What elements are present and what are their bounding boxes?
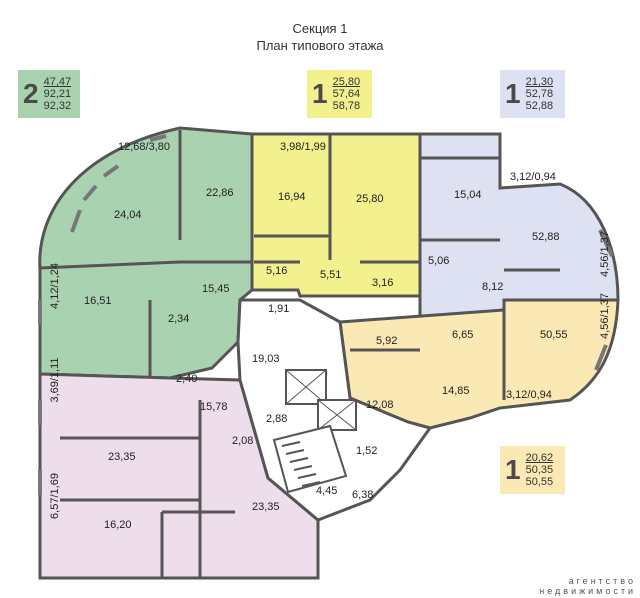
room-label: 16,20 (104, 519, 132, 531)
room-label: 5,16 (266, 265, 287, 277)
room-label: 3,98/1,99 (280, 141, 326, 153)
room-label: 16,51 (84, 295, 112, 307)
badge-full-area: 50,55 (525, 476, 554, 488)
room-label: 4,56/1,37 (599, 231, 611, 277)
room-label: 1,52 (356, 445, 377, 457)
room-label: 3,16 (372, 277, 393, 289)
plan-subtitle: План типового этажа (256, 38, 384, 53)
room-label: 15,78 (200, 401, 228, 413)
badge-total-area: 57,64 (332, 88, 361, 100)
room-label: 15,04 (454, 189, 482, 201)
room-label: 8,12 (482, 281, 503, 293)
badge-full-area: 52,88 (525, 100, 554, 112)
apartment-green-area (38, 126, 254, 380)
apartment-badge-2-room: 2 47,47 92,21 92,32 (18, 70, 80, 118)
room-label: 3,12/0,94 (506, 389, 552, 401)
room-label: 4,45 (316, 485, 337, 497)
room-label: 23,35 (108, 451, 136, 463)
badge-living-area: 20,62 (525, 452, 554, 464)
interior-walls (39, 130, 560, 578)
apartment-orange-area (338, 298, 620, 430)
room-label: 6,65 (452, 329, 473, 341)
apartment-blue-area (418, 132, 620, 320)
room-label: 6,38 (352, 489, 373, 501)
stair-core (272, 369, 357, 494)
badge-total-area: 50,35 (525, 464, 554, 476)
badge-total-area: 92,21 (43, 88, 72, 100)
room-label: 25,80 (356, 193, 384, 205)
room-label: 16,94 (278, 191, 306, 203)
badge-rooms: 1 (505, 78, 521, 109)
section-title: Секция 1 (292, 21, 348, 36)
room-label: 23,35 (252, 501, 280, 513)
room-label: 52,88 (532, 231, 560, 243)
room-label: 5,51 (320, 269, 341, 281)
room-label: 2,88 (266, 413, 287, 425)
apartment-badge-1-room-orange: 1 20,62 50,35 50,55 (500, 446, 565, 494)
room-label: 24,04 (114, 209, 142, 221)
badge-full-area: 92,32 (43, 100, 72, 112)
room-label: 2,40 (176, 373, 197, 385)
room-label: 15,45 (202, 283, 230, 295)
room-label: 6,57/1,69 (49, 473, 61, 519)
room-label: 12,08 (366, 399, 394, 411)
badge-living-area: 25,80 (332, 76, 361, 88)
room-label: 14,85 (442, 385, 470, 397)
windows (38, 134, 614, 495)
badge-total-area: 52,78 (525, 88, 554, 100)
room-label: 1,91 (268, 303, 289, 315)
apartment-badge-1-room-blue: 1 21,30 52,78 52,88 (500, 70, 565, 118)
room-label: 4,56/1,37 (599, 293, 611, 339)
room-label: 3,12/0,94 (510, 171, 556, 183)
room-label: 5,06 (428, 255, 449, 267)
badge-full-area: 58,78 (332, 100, 361, 112)
room-label: 2,34 (168, 313, 189, 325)
room-label: 4,12/1,24 (49, 263, 61, 309)
room-label: 5,92 (376, 335, 397, 347)
apartment-badge-1-room-yellow: 1 25,80 57,64 58,78 (307, 70, 372, 118)
agency-watermark: агентство недвижимости (539, 576, 636, 596)
room-label: 50,55 (540, 329, 568, 341)
badge-rooms: 1 (505, 454, 521, 485)
room-label: 12,68/3,80 (118, 141, 170, 153)
badge-rooms: 1 (312, 78, 328, 109)
badge-rooms: 2 (23, 78, 39, 109)
room-label: 22,86 (206, 187, 234, 199)
room-label: 19,03 (252, 353, 280, 365)
badge-living-area: 21,30 (525, 76, 554, 88)
badge-living-area: 47,47 (43, 76, 72, 88)
room-label: 2,08 (232, 435, 253, 447)
room-label: 3,69/1,11 (49, 357, 61, 402)
